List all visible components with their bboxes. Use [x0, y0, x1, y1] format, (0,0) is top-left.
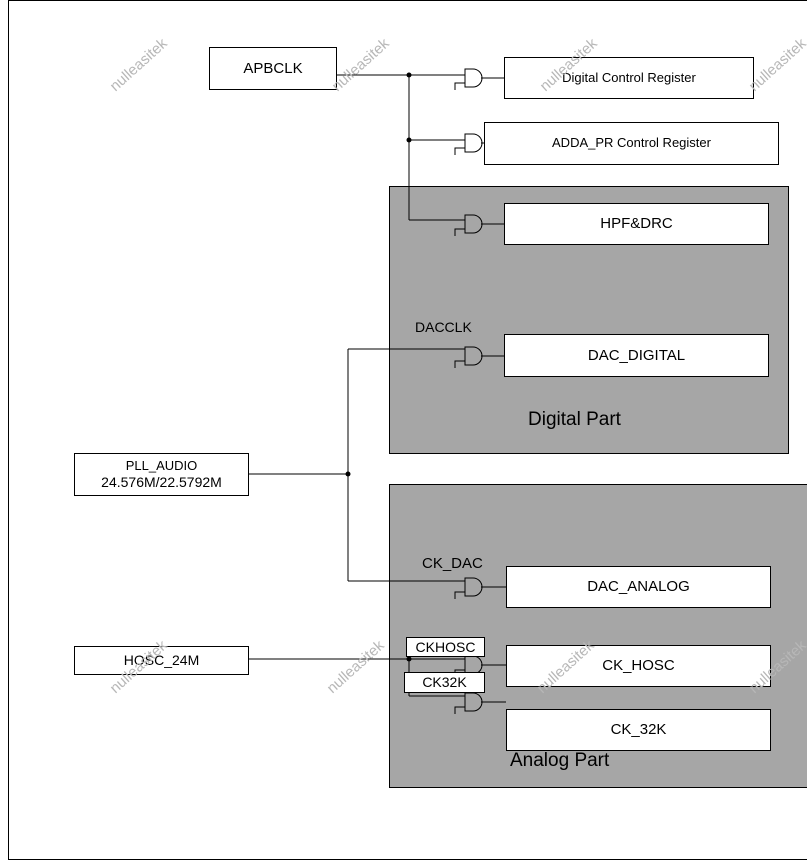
ck-dac-label: CK_DAC: [422, 555, 483, 572]
gate-enable-stub: [454, 591, 465, 599]
digital-part-title: Digital Part: [528, 409, 621, 430]
clock-gate-icon: [464, 68, 483, 88]
adda-pr-control-register-label: ADDA_PR Control Register: [552, 135, 711, 151]
gate-enable-stub: [454, 706, 465, 714]
clock-gate-icon: [464, 346, 483, 366]
junction-dot: [406, 72, 412, 78]
ckhosc-label-box: CKHOSC: [406, 637, 485, 657]
digital-control-register-label: Digital Control Register: [562, 69, 696, 85]
gate-enable-stub: [454, 82, 465, 90]
ckhosc-label: CKHOSC: [415, 638, 476, 655]
junction-dot: [406, 656, 412, 662]
ck-32k-box: CK_32K: [506, 709, 771, 751]
apbclk-box: APBCLK: [209, 47, 337, 90]
ck32k-label: CK32K: [422, 674, 467, 691]
pll-audio-frequency: 24.576M/22.5792M: [101, 473, 222, 490]
dac-digital-box: DAC_DIGITAL: [504, 334, 769, 377]
clock-gate-icon: [464, 692, 483, 712]
hpf-drc-label: HPF&DRC: [600, 215, 673, 233]
junction-dot: [345, 471, 351, 477]
ck32k-label-box: CK32K: [404, 672, 485, 693]
clock-gate-icon: [464, 214, 483, 234]
pll-audio-label: PLL_AUDIO: [125, 457, 198, 473]
adda-pr-control-register-box: ADDA_PR Control Register: [484, 122, 779, 165]
hosc-24m-box: HOSC_24M: [74, 646, 249, 675]
junction-dot: [406, 137, 412, 143]
hosc-24m-label: HOSC_24M: [123, 652, 200, 669]
clock-gate-icon: [464, 133, 483, 153]
digital-control-register-box: Digital Control Register: [504, 57, 754, 99]
ck-hosc-box: CK_HOSC: [506, 645, 771, 687]
dacclk-label: DACCLK: [415, 319, 472, 335]
pll-audio-box: PLL_AUDIO 24.576M/22.5792M: [74, 453, 249, 496]
hpf-drc-box: HPF&DRC: [504, 203, 769, 245]
dac-analog-label: DAC_ANALOG: [587, 578, 690, 596]
gate-enable-stub: [454, 147, 465, 155]
clock-gate-icon: [464, 577, 483, 597]
gate-enable-stub: [454, 228, 465, 236]
ck-32k-label: CK_32K: [610, 721, 667, 739]
dac-analog-box: DAC_ANALOG: [506, 566, 771, 608]
apbclk-label: APBCLK: [243, 59, 303, 77]
gate-enable-stub: [454, 360, 465, 368]
dac-digital-label: DAC_DIGITAL: [587, 346, 686, 364]
ck-hosc-label: CK_HOSC: [602, 657, 675, 675]
analog-part-title: Analog Part: [510, 750, 610, 771]
